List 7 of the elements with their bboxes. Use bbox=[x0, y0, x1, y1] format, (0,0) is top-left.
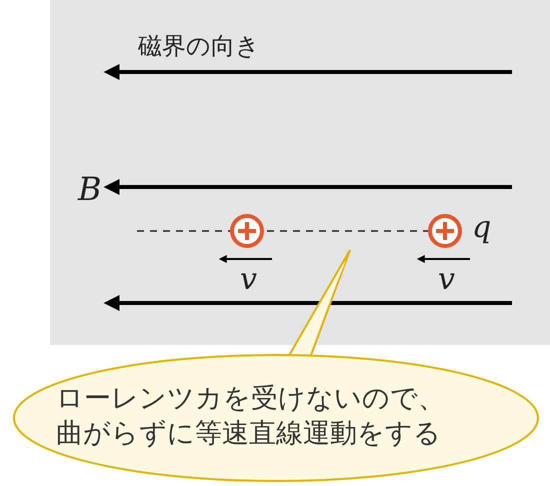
speech-bubble bbox=[12, 248, 540, 484]
velocity-symbol: v bbox=[438, 265, 455, 295]
field-direction-label: 磁界の向き bbox=[138, 34, 260, 58]
callout-text: ローレンツカを受けないので、曲がらずに等速直線運動をする bbox=[56, 382, 446, 451]
field-symbol: B bbox=[78, 173, 102, 205]
charge-symbol: q bbox=[472, 213, 492, 243]
velocity-symbol: v bbox=[240, 265, 257, 295]
